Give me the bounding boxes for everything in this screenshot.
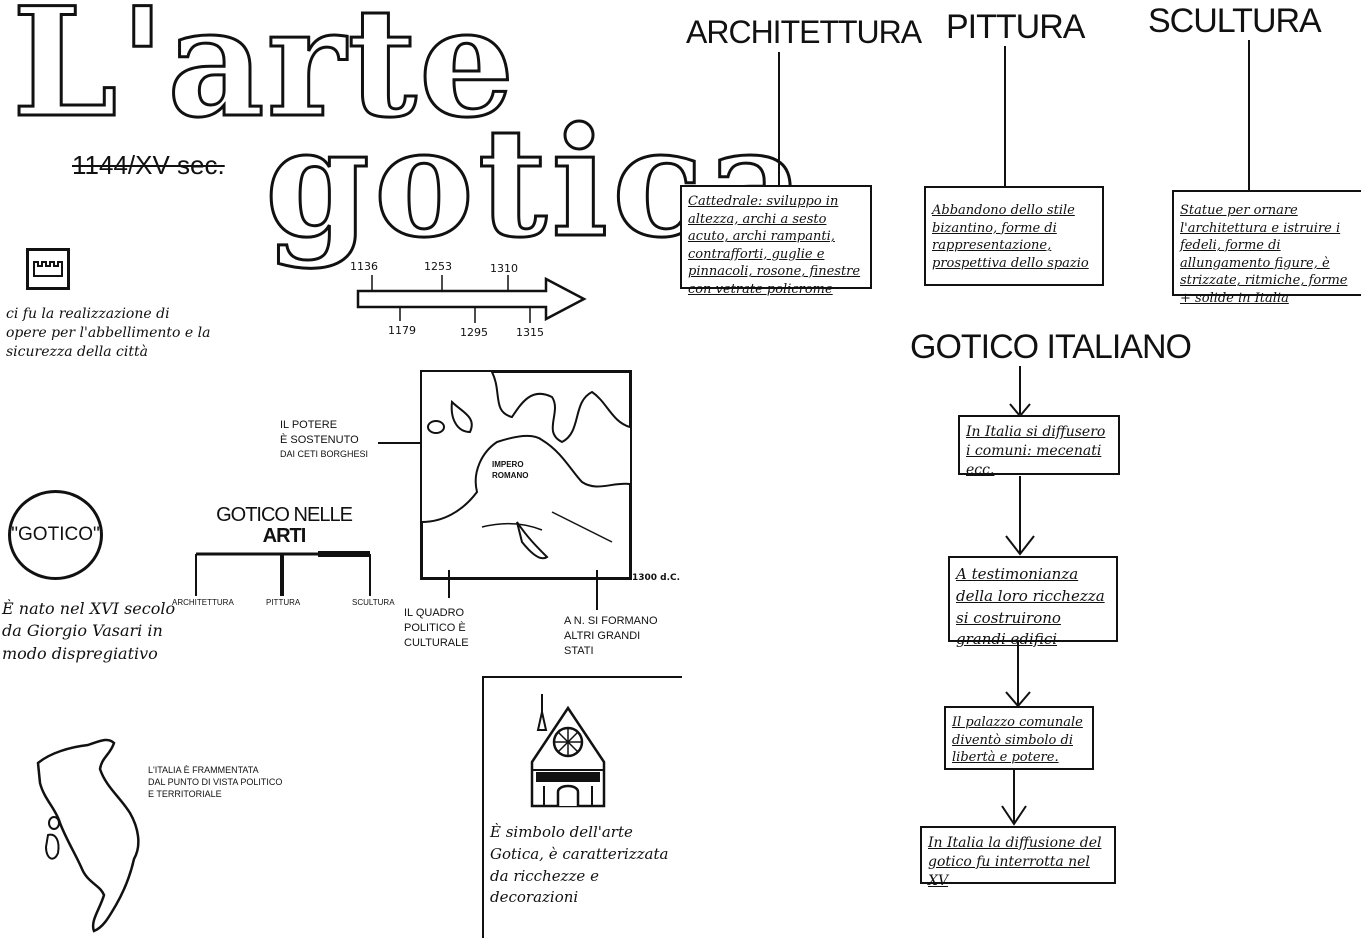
box-pittura: Abbandono dello stile bizantino, forme d…: [924, 186, 1104, 286]
europe-map: [420, 370, 632, 580]
step-box-2: A testimonianza della loro ricchezza si …: [948, 556, 1118, 648]
map-bottom-left-connector: [448, 570, 450, 598]
note-city: ci fu la realizzazione di opere per l'ab…: [6, 306, 211, 360]
timeline-top-label-1: 1136: [350, 260, 378, 273]
arts-branch-pittura: PITTURA: [266, 598, 301, 607]
heading-pittura: PITTURA: [946, 8, 1085, 46]
map-year: 1300 d.C.: [632, 573, 681, 583]
timeline-bottom-label-2: 1295: [460, 326, 488, 339]
church-note: È simbolo dell'arte Gotica, è caratteriz…: [490, 823, 669, 907]
map-bottom-right-connector: [596, 570, 598, 610]
map-bottom-left-note: IL QUADRO POLITICO È CULTURALE: [404, 607, 469, 649]
italy-map: [30, 735, 150, 935]
timeline-top-label-2: 1253: [424, 260, 452, 273]
period-dates: 1144/XV sec.: [72, 150, 225, 180]
step-text-4: In Italia la diffusione del gotico fu in…: [928, 835, 1102, 889]
step-box-4: In Italia la diffusione del gotico fu in…: [920, 826, 1116, 889]
italy-note: L'ITALIA È FRAMMENTATA DAL PUNTO DI VIST…: [148, 765, 283, 800]
step-text-3: Il palazzo comunale diventò simbolo di l…: [952, 715, 1083, 766]
church-icon: [528, 690, 608, 810]
box-scultura-text: Statue per ornare l'architettura e istru…: [1180, 203, 1348, 306]
step-box-3: Il palazzo comunale diventò simbolo di l…: [944, 706, 1094, 770]
box-scultura: Statue per ornare l'architettura e istru…: [1172, 190, 1361, 306]
heading-architettura: ARCHITETTURA: [686, 14, 922, 50]
castle-icon: [26, 248, 70, 290]
heading-gotico-italiano: GOTICO ITALIANO: [910, 328, 1192, 366]
arts-branch-scultura: SCULTURA: [352, 598, 395, 607]
map-bottom-right-note: A N. SI FORMANO ALTRI GRANDI STATI: [564, 615, 658, 657]
box-architettura: Cattedrale: sviluppo in altezza, archi a…: [680, 185, 872, 297]
connector-scultura: [1248, 40, 1250, 190]
timeline-bottom-label-3: 1315: [516, 326, 544, 339]
timeline-bottom-label-1: 1179: [388, 324, 416, 337]
church-panel: [482, 676, 682, 938]
step-box-1: In Italia si diffusero i comuni: mecenat…: [958, 415, 1120, 478]
arts-branch-architettura: ARCHITETTURA: [172, 598, 234, 607]
step-text-1: In Italia si diffusero i comuni: mecenat…: [966, 424, 1106, 478]
map-left-note: IL POTERE È SOSTENUTO DAI CETI BORGHESI: [280, 419, 369, 459]
heading-scultura: SCULTURA: [1148, 2, 1322, 40]
gotico-badge: "GOTICO": [8, 490, 103, 580]
box-architettura-text: Cattedrale: sviluppo in altezza, archi a…: [688, 194, 861, 297]
arts-tree-lines: [190, 548, 380, 600]
map-left-connector: [378, 442, 420, 444]
box-pittura-text: Abbandono dello stile bizantino, forme d…: [932, 203, 1089, 271]
title-line-1: L'arte: [10, 0, 517, 151]
connector-architettura: [778, 52, 780, 186]
arts-tree-title: GOTICO NELLE ARTI: [216, 504, 353, 547]
timeline-top-label-3: 1310: [490, 262, 518, 275]
map-label-impero: IMPERO ROMANO: [492, 460, 529, 480]
step-text-2: A testimonianza della loro ricchezza si …: [956, 565, 1105, 649]
connector-pittura: [1004, 46, 1006, 186]
timeline-arrow: [350, 255, 595, 345]
gotico-badge-label: "GOTICO": [11, 524, 100, 545]
gotico-note: È nato nel XVI secolo da Giorgio Vasari …: [2, 599, 176, 663]
